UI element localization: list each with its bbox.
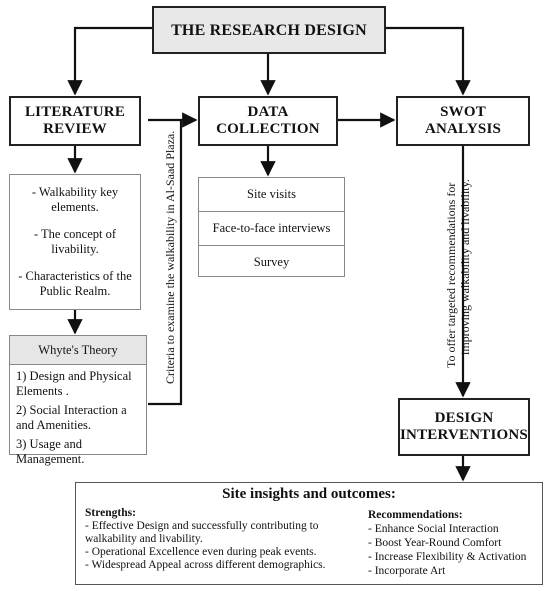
strength-item: - Widespread Appeal across different dem… <box>85 559 326 571</box>
data-methods-box: Site visits Face-to-face interviews Surv… <box>198 177 345 277</box>
data-method-item: Site visits <box>199 178 344 212</box>
recommendation-label-line2: improving walkability and livability. <box>458 179 472 355</box>
arrow-whyte-to-data <box>148 118 183 406</box>
site-outcomes-box: Site insights and outcomes: Strengths: -… <box>75 482 543 585</box>
recommendation-item: - Enhance Social Interaction <box>368 523 499 535</box>
whyte-theory-title: Whyte's Theory <box>10 336 146 365</box>
strength-item: - Effective Design and successfully cont… <box>85 520 319 545</box>
data-collection-label-1: DATA <box>247 104 289 120</box>
literature-item: - The concept of livability. <box>33 227 117 256</box>
recommendations-section: Recommendations: - Enhance Social Intera… <box>368 508 540 578</box>
recommendation-item: - Increase Flexibility & Activation <box>368 551 527 563</box>
strengths-heading: Strengths: <box>85 507 136 519</box>
literature-review-box: LITERATURE REVIEW <box>9 96 141 146</box>
literature-item: - Walkability key elements. <box>31 185 119 214</box>
swot-label-1: SWOT <box>440 104 486 120</box>
research-design-title-box: THE RESEARCH DESIGN <box>152 6 386 54</box>
literature-item: - Characteristics of the Public Realm. <box>18 269 132 298</box>
data-method-item: Face-to-face interviews <box>199 212 344 246</box>
design-interventions-label-1: DESIGN <box>434 410 494 426</box>
swot-label-2: ANALYSIS <box>424 121 502 137</box>
literature-items-box: - Walkability key elements. - The concep… <box>9 174 141 310</box>
research-design-title: THE RESEARCH DESIGN <box>171 21 367 39</box>
whyte-item: 1) Design and Physical Elements . <box>16 369 132 398</box>
whyte-item: 2) Social Interaction a and Amenities. <box>16 403 127 432</box>
whyte-theory-box: Whyte's Theory 1) Design and Physical El… <box>9 335 147 466</box>
recommendation-item: - Boost Year-Round Comfort <box>368 537 502 549</box>
data-method-item: Survey <box>253 254 290 269</box>
literature-review-label-2: REVIEW <box>43 121 107 137</box>
whyte-item: 3) Usage and Management. <box>16 437 85 466</box>
literature-review-label-1: LITERATURE <box>24 104 126 120</box>
criteria-label: Criteria to examine the walkability in A… <box>163 130 177 384</box>
design-interventions-label-2: INTERVENTIONS <box>400 427 528 443</box>
data-collection-box: DATA COLLECTION <box>198 96 338 146</box>
site-outcomes-title: Site insights and outcomes: <box>222 486 396 502</box>
swot-analysis-box: SWOT ANALYSIS <box>396 96 530 146</box>
recommendation-label-line1: To offer targeted recommendations for <box>444 182 458 368</box>
recommendations-heading: Recommendations: <box>368 509 463 521</box>
strengths-section: Strengths: - Effective Design and succes… <box>85 506 355 572</box>
strength-item: - Operational Excellence even during pea… <box>85 546 317 558</box>
arrow-title-to-swot <box>386 26 471 96</box>
recommendation-item: - Incorporate Art <box>368 565 446 577</box>
design-interventions-box: DESIGN INTERVENTIONS <box>398 398 530 456</box>
data-collection-label-2: COLLECTION <box>216 121 320 137</box>
arrow-title-to-literature <box>67 26 152 96</box>
